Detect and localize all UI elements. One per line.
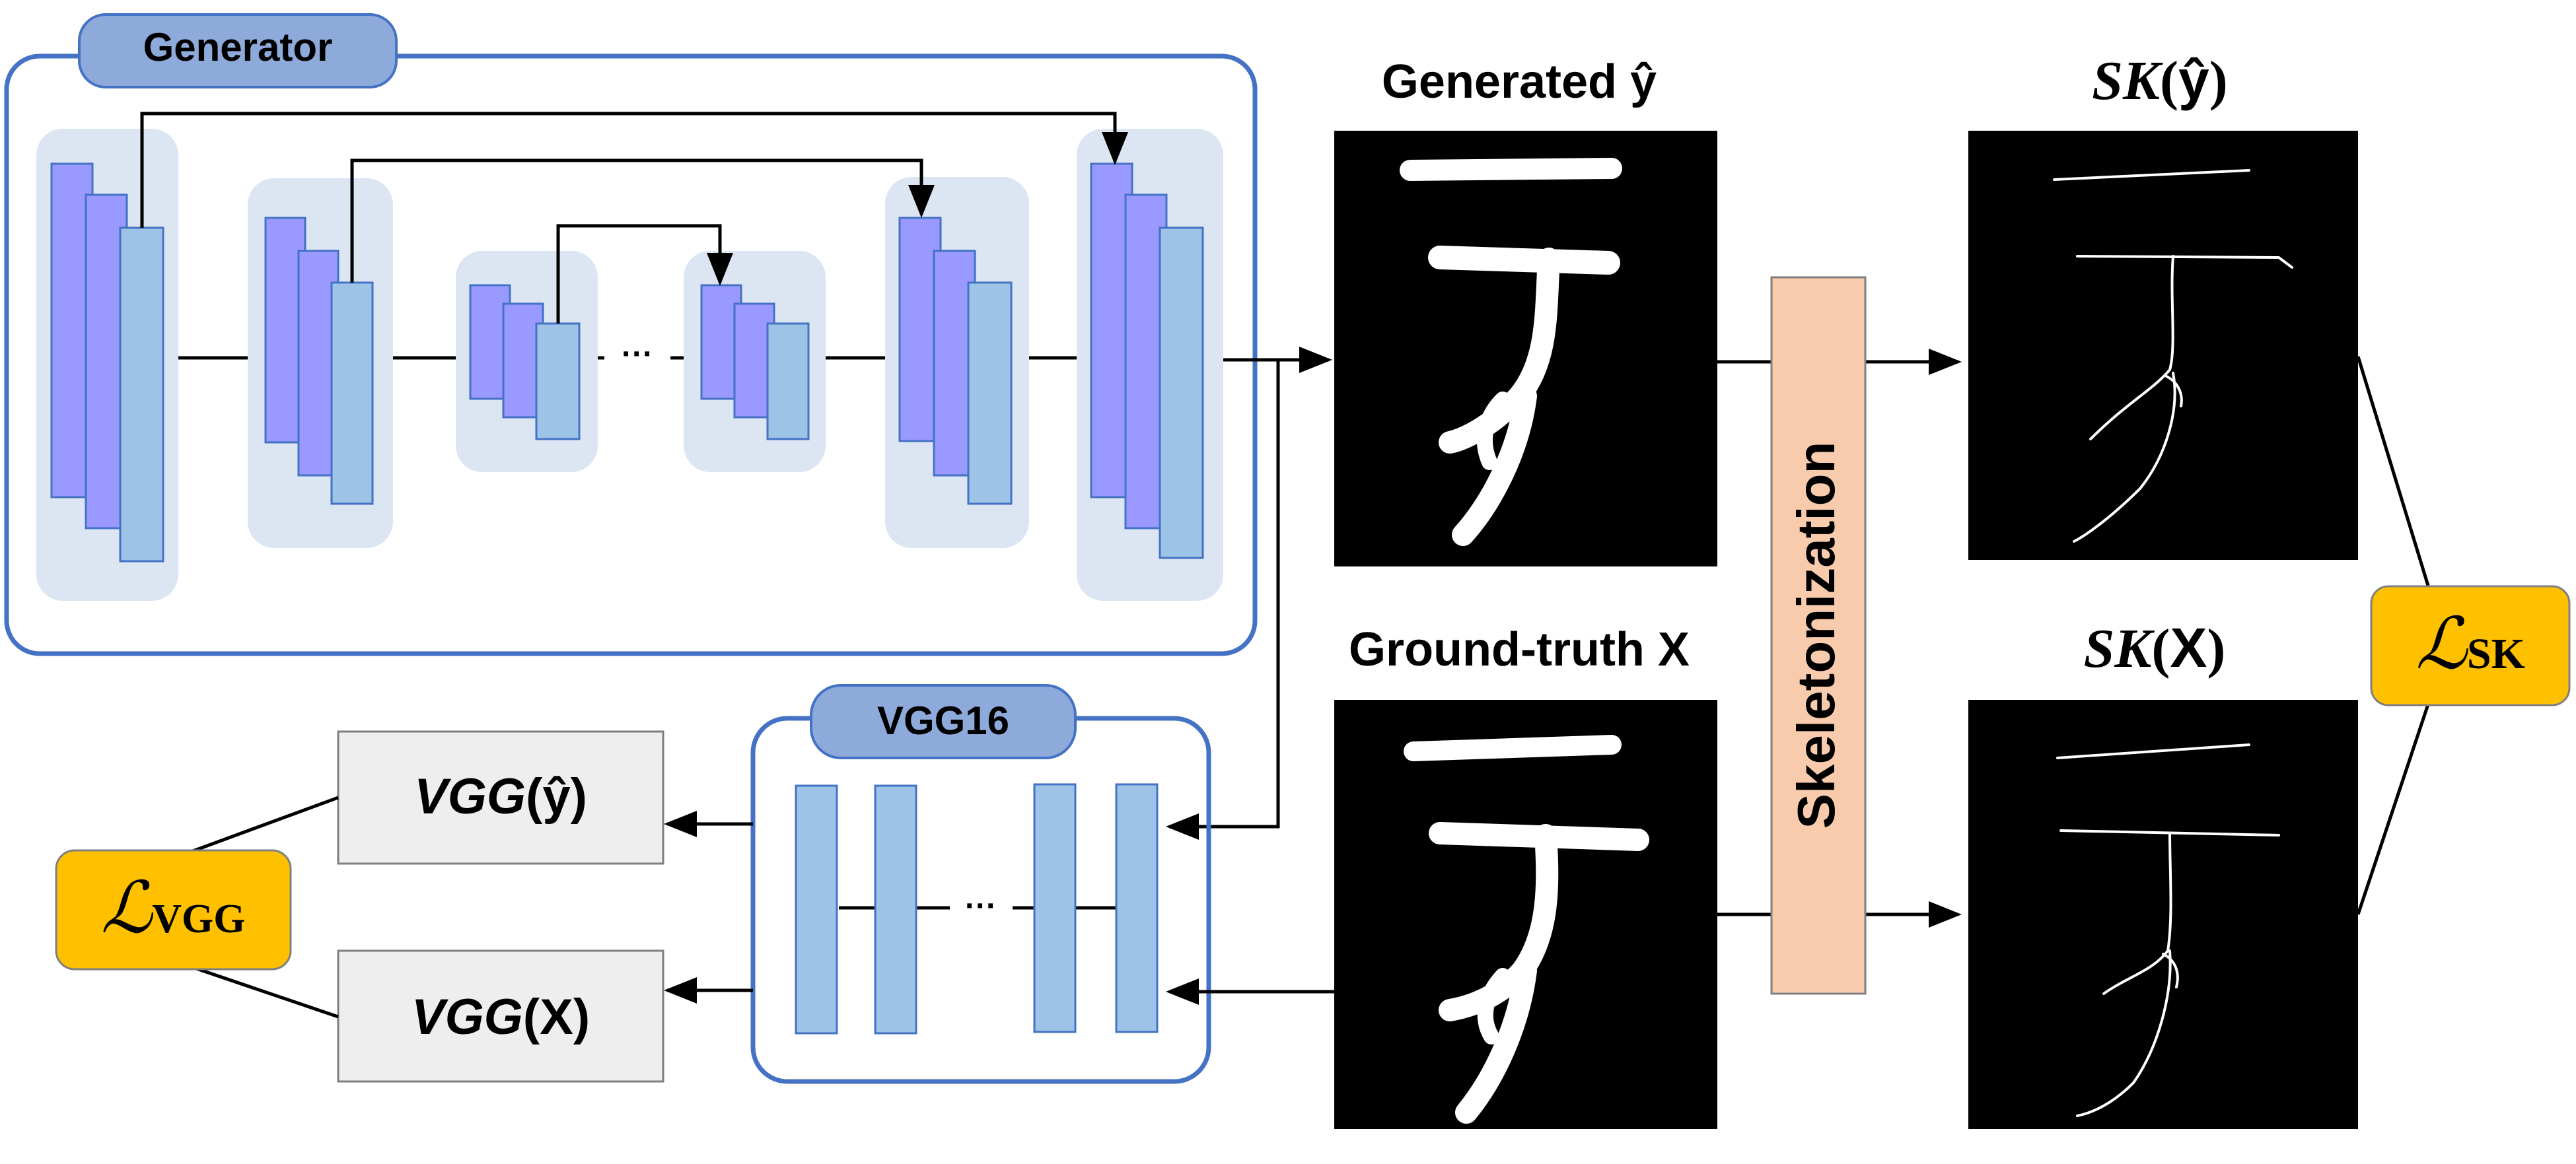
vgg-layer-rect (1115, 783, 1159, 1033)
encoder-stage-2 (248, 178, 393, 548)
sk-gt-title: SK(X) (2084, 617, 2226, 679)
sk-generated-image (1968, 131, 2358, 560)
vgg16-label: VGG16 (877, 699, 1009, 743)
vgg-loss-line-top (172, 796, 339, 860)
vgg-layer-rect (1033, 783, 1077, 1033)
skip-connection-2 (350, 158, 935, 283)
layer-rect (766, 322, 810, 440)
vgg-gt-output-label: VGG(X) (411, 989, 590, 1045)
vgg-loss-label: ℒVGG (100, 870, 245, 948)
vgg16-block: VGG16 ··· (750, 684, 1211, 1084)
encoder-stage-3 (456, 251, 598, 472)
vgg16-dots: ··· (965, 889, 997, 924)
encoder-stage-1 (36, 129, 178, 601)
sk-loss-line-bottom (2356, 696, 2433, 915)
skeletonization-label: Skeletonization (1787, 442, 1845, 829)
sk-loss-label: ℒSK (2415, 605, 2525, 684)
generated-image (1334, 131, 1717, 566)
vgg-gt-output-box: VGG(X) (337, 949, 664, 1083)
sk-gt-image (1968, 700, 2358, 1129)
vgg-loss-box: ℒVGG (55, 849, 292, 971)
vgg-generated-output-box: VGG(ŷ) (337, 730, 664, 865)
decoder-stage-3 (1077, 129, 1223, 601)
generator-to-vgg-connector (1166, 360, 1280, 840)
generator-label-pill (78, 13, 398, 88)
vgg16-label-pill (810, 684, 1077, 759)
layer-rect (1159, 226, 1204, 559)
sk-generated-title: SK(ŷ) (2092, 49, 2227, 112)
layer-rect (967, 281, 1013, 505)
vgg-layer-rect (795, 784, 838, 1035)
generator-skip-dots: ··· (622, 337, 653, 372)
layer-rect (330, 281, 374, 505)
ground-truth-image (1334, 700, 1717, 1129)
ground-truth-title: Ground-truth X (1349, 623, 1690, 676)
layer-rect (119, 226, 164, 563)
decoder-stage-2 (885, 177, 1029, 548)
skip-connection-3 (556, 224, 733, 324)
skeletonization-box: Skeletonization (1770, 276, 1867, 995)
generator-block: Generator ··· (4, 13, 1258, 656)
decoder-stage-1 (684, 251, 826, 472)
sk-loss-line-top (2356, 356, 2433, 595)
generated-title: Generated ŷ (1382, 55, 1657, 108)
vgg-generated-output-label: VGG(ŷ) (414, 769, 587, 825)
sk-loss-box: ℒSK (2370, 585, 2571, 706)
generator-label: Generator (143, 25, 333, 69)
layer-rect (535, 322, 581, 440)
skip-connection-1 (140, 112, 1128, 228)
vgg-layer-rect (874, 784, 917, 1035)
